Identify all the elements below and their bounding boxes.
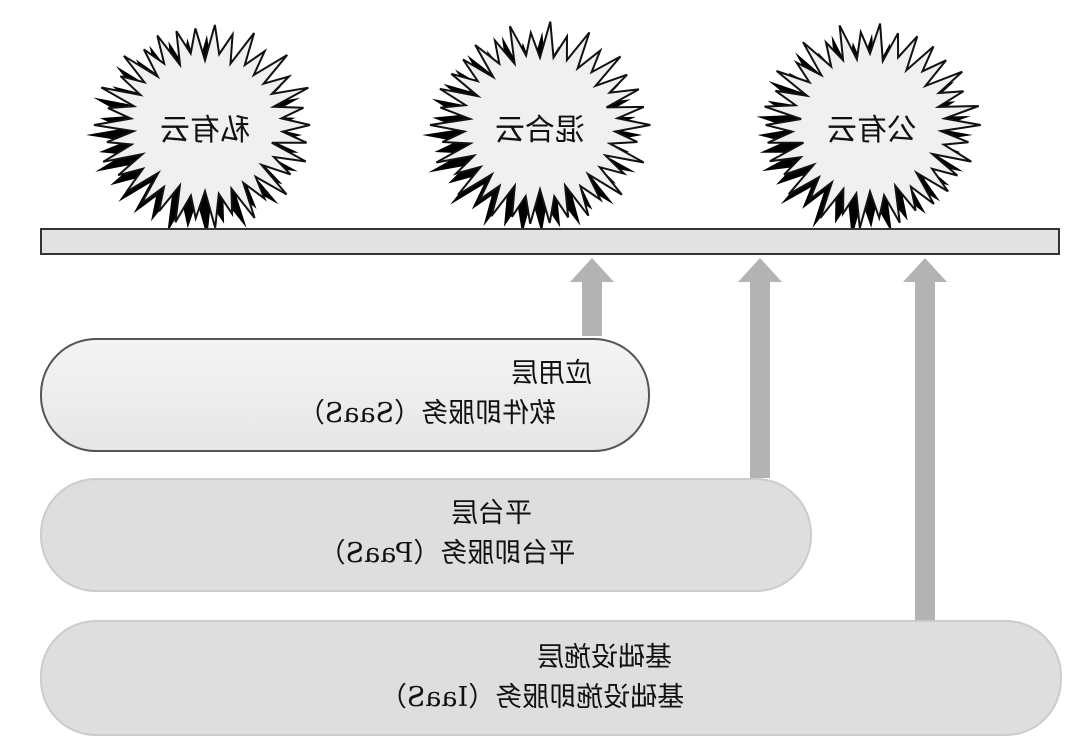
paas-arrow [738,258,782,478]
saas-arrow [570,258,614,336]
iaas-arrow [903,258,947,622]
private-cloud-shape [93,24,311,228]
public-cloud-shape [764,23,981,229]
iaas-layer: 基础设施层 基础设施即服务（IaaS） [40,620,1062,736]
cloud-platform-bar [40,228,1060,255]
iaas-layer-name: 基础设施层 [537,642,672,673]
iaas-layer-service: 基础设施即服务（IaaS） [379,682,685,713]
saas-layer: 应用层 软件即服务（SaaS） [40,338,650,452]
paas-layer-name: 平台层 [451,498,532,529]
saas-layer-name: 应用层 [511,358,592,389]
saas-layer-service: 软件即服务（SaaS） [297,398,557,429]
paas-layer: 平台层 平台即服务（PaaS） [40,478,812,592]
paas-layer-service: 平台即服务（PaaS） [318,538,576,569]
cloud-shapes [86,21,981,238]
hybrid-cloud-shape [429,21,651,224]
